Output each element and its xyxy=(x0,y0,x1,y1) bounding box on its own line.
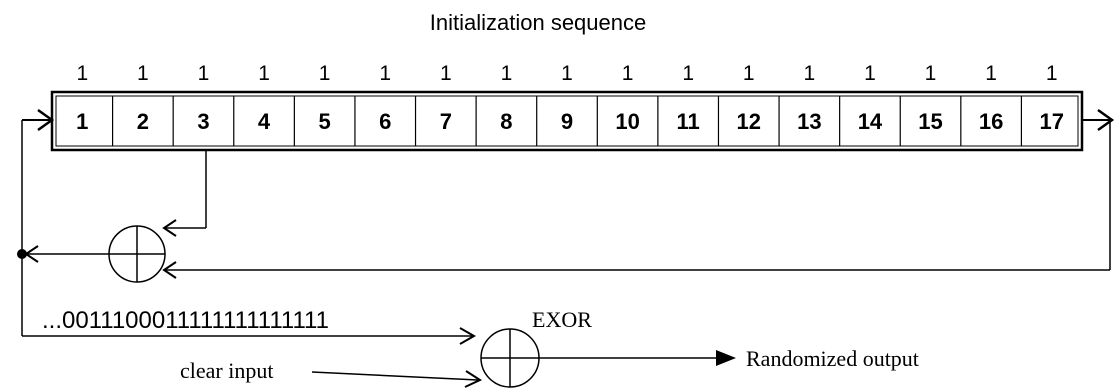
init-value-10: 1 xyxy=(622,62,634,85)
init-value-9: 1 xyxy=(561,62,573,85)
register-cell-17: 17 xyxy=(1039,109,1063,134)
init-value-3: 1 xyxy=(198,62,210,85)
init-value-4: 1 xyxy=(258,62,270,85)
init-value-12: 1 xyxy=(743,62,755,85)
tap-line-cell3 xyxy=(162,150,207,237)
feedback-xor-symbol xyxy=(108,225,166,283)
register-cell-11: 11 xyxy=(677,109,700,134)
init-value-6: 1 xyxy=(379,62,391,85)
register-cell-7: 7 xyxy=(440,109,452,134)
register-inner-frame xyxy=(55,95,1079,147)
sequence-line xyxy=(22,327,477,345)
register-cell-3: 3 xyxy=(197,109,209,134)
register-cell-15: 15 xyxy=(918,109,942,134)
register-cell-4: 4 xyxy=(258,109,271,134)
exor-symbol xyxy=(480,328,540,388)
register-cell-2: 2 xyxy=(137,109,149,134)
init-value-17: 1 xyxy=(1046,62,1058,85)
register-cell-6: 6 xyxy=(379,109,391,134)
register-cell-13: 13 xyxy=(797,109,821,134)
clear-input-arrow xyxy=(311,370,483,388)
clear-input-label: clear input xyxy=(180,358,273,383)
tap-line-cell17 xyxy=(162,120,1111,279)
init-value-15: 1 xyxy=(925,62,937,85)
register-cell-12: 12 xyxy=(737,109,761,134)
register-frame xyxy=(50,90,1084,152)
register-cell-16: 16 xyxy=(979,109,1003,134)
init-value-14: 1 xyxy=(864,62,876,85)
register-input-arrow xyxy=(22,108,55,132)
register-cell-10: 10 xyxy=(615,109,639,134)
init-value-1: 1 xyxy=(76,62,88,85)
init-value-11: 1 xyxy=(682,62,694,85)
randomized-output-arrow xyxy=(539,350,736,366)
init-value-16: 1 xyxy=(985,62,997,85)
register-cell-1: 1 xyxy=(76,109,88,134)
sequence-text: ...0011100011111111111111 xyxy=(42,307,329,334)
register-cell-14: 14 xyxy=(858,109,883,134)
init-value-13: 1 xyxy=(804,62,816,85)
init-value-7: 1 xyxy=(440,62,452,85)
register-cell-5: 5 xyxy=(319,109,331,134)
init-value-5: 1 xyxy=(319,62,331,85)
shift-register: 1121314151617181911011111211311411511611… xyxy=(50,62,1084,152)
feedback-return-line xyxy=(17,120,109,336)
register-cell-9: 9 xyxy=(561,109,573,134)
diagram-title: Initialization sequence xyxy=(430,10,646,35)
exor-label: EXOR xyxy=(532,307,592,332)
register-output-arrow xyxy=(1082,108,1115,132)
randomized-output-label: Randomized output xyxy=(746,346,919,371)
init-value-8: 1 xyxy=(501,62,513,85)
register-cell-8: 8 xyxy=(500,109,512,134)
init-value-2: 1 xyxy=(137,62,149,85)
